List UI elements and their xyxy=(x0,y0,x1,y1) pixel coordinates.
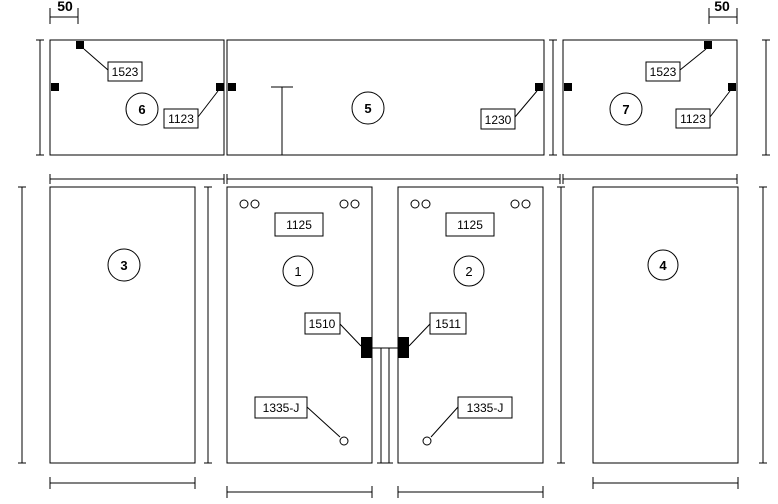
panel-5: 5 1230 xyxy=(226,39,545,156)
catch-left-marker xyxy=(228,83,236,91)
panel-3: 3 xyxy=(49,186,196,464)
part-tag: 1511 xyxy=(435,317,461,331)
bottom-row-side-dimensions xyxy=(18,186,767,464)
vent-hole xyxy=(410,199,420,209)
panel-6: 6 1523 1123 xyxy=(49,39,225,156)
part-tag: 1523 xyxy=(112,65,139,79)
panel-number: 2 xyxy=(465,264,472,279)
hinge-top-marker xyxy=(704,41,712,49)
panel-2: 1125 2 1511 1335-J xyxy=(397,186,544,464)
lock-hole xyxy=(422,436,432,446)
part-tag: 1123 xyxy=(680,112,706,126)
panel-number: 4 xyxy=(659,258,667,273)
dimension-right-label: 50 xyxy=(714,0,730,14)
vent-hole xyxy=(239,199,249,209)
panel-number: 7 xyxy=(622,102,629,117)
hinge-right-marker xyxy=(216,83,224,91)
vent-hole xyxy=(339,199,349,209)
panel-1: 1125 1 1510 1335-J xyxy=(226,186,373,464)
panel-number-circle xyxy=(107,248,141,282)
panel-7: 7 1523 1123 xyxy=(562,39,738,156)
panel-number: 3 xyxy=(120,258,127,273)
panel-4: 4 xyxy=(592,186,739,464)
part-tag: 1123 xyxy=(168,112,194,126)
hinge-top-marker xyxy=(76,41,84,49)
panel-number-circle xyxy=(282,255,314,287)
dimension-right: 50 xyxy=(708,0,738,24)
lock-hole xyxy=(339,436,349,446)
part-tag: 1335-J xyxy=(467,401,504,415)
top-row-side-dimensions xyxy=(36,39,770,156)
handle xyxy=(361,337,372,358)
panel-number: 5 xyxy=(364,101,371,116)
part-tag: 1125 xyxy=(457,218,483,232)
catch-right-marker xyxy=(535,83,543,91)
panel-number-circle xyxy=(351,91,385,125)
panel-number: 1 xyxy=(294,264,301,279)
hinge-left-marker xyxy=(51,83,59,91)
bottom-width-dimensions xyxy=(49,477,739,498)
hinge-left-marker xyxy=(564,83,572,91)
part-tag: 1125 xyxy=(286,218,312,232)
part-tag: 1335-J xyxy=(263,401,300,415)
panel-number-circle xyxy=(609,92,643,126)
panel-number: 6 xyxy=(138,102,145,117)
vent-hole xyxy=(521,199,531,209)
middle-width-dimensions xyxy=(49,174,738,184)
dimension-left: 50 xyxy=(49,0,79,24)
dimension-left-label: 50 xyxy=(57,0,73,14)
part-tag: 1523 xyxy=(650,65,677,79)
part-tag: 1510 xyxy=(309,317,336,331)
vent-hole xyxy=(421,199,431,209)
vent-hole xyxy=(250,199,260,209)
handle xyxy=(398,337,409,358)
panel-number-circle xyxy=(125,92,159,126)
hinge-right-marker xyxy=(728,83,736,91)
part-tag: 1230 xyxy=(485,113,512,127)
vent-hole xyxy=(510,199,520,209)
panel-number-circle xyxy=(453,255,485,287)
panel-number-circle xyxy=(647,249,679,281)
vent-hole xyxy=(350,199,360,209)
